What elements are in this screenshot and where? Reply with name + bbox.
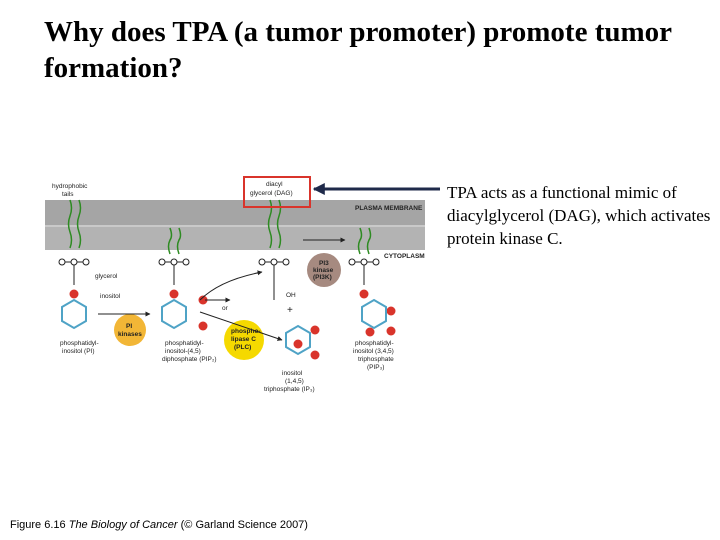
label-pip3-2: inositol (3,4,5): [353, 348, 394, 355]
label-plasma-membrane: PLASMA MEMBRANE: [355, 205, 423, 212]
caption-credit: (© Garland Science 2007): [180, 519, 308, 531]
label-plc-1: phospho-: [231, 328, 261, 335]
label-pip2-1: phosphatidyl-: [165, 340, 204, 347]
label-pi-1: phosphatidyl-: [60, 340, 99, 347]
label-ip3-2: (1,4,5): [285, 378, 304, 385]
reaction-arrows: [98, 237, 346, 341]
label-pip2-3: diphosphate (PIP₂): [162, 356, 217, 363]
label-cytoplasm: CYTOPLASM: [384, 253, 425, 260]
pi3k-enzyme: [307, 253, 341, 287]
label-dag-1: diacyl: [266, 181, 283, 188]
label-pi-kinases-1: PI: [126, 323, 132, 330]
label-pi-2: inositol (PI): [62, 348, 95, 355]
label-pip3-4: (PIP₃): [367, 364, 384, 371]
diagram-labels: hydrophobic tails diacyl glycerol (DAG) …: [52, 181, 425, 393]
label-pi3k-1: PI3: [319, 260, 329, 267]
pi-kinases-enzyme: [114, 314, 146, 346]
label-pip2-2: inositol-(4,5): [165, 348, 201, 355]
slide-title: Why does TPA (a tumor promoter) promote …: [44, 16, 672, 84]
label-dag-2: glycerol (DAG): [250, 190, 293, 197]
label-tails: tails: [62, 191, 74, 198]
label-pip3-3: triphosphate: [358, 356, 394, 363]
plasma-membrane: [45, 200, 425, 250]
label-pi3k-2: kinase: [313, 267, 334, 274]
label-plc-2: lipase C: [231, 336, 256, 343]
label-pi3k-3: (PI3K): [313, 274, 332, 281]
phosphate-groups: [69, 289, 396, 360]
label-glycerol: glycerol: [95, 273, 118, 280]
label-plus: +: [287, 305, 293, 316]
caption-figure-number: Figure 6.16: [10, 519, 66, 531]
label-inositol: inositol: [100, 293, 121, 300]
label-pi-kinases-2: kinases: [118, 331, 142, 338]
label-ip3-3: triphosphate (IP₃): [264, 386, 315, 393]
label-plc-3: (PLC): [234, 344, 251, 351]
label-hydrophobic: hydrophobic: [52, 183, 88, 190]
label-oh: OH: [286, 292, 296, 299]
label-or: or: [222, 305, 229, 312]
label-pip3-1: phosphatidyl-: [355, 340, 394, 347]
label-ip3-1: inositol: [282, 370, 303, 377]
glycerol-heads: [58, 258, 380, 285]
lipid-tails: [67, 199, 372, 255]
dag-highlight-box: [243, 176, 311, 208]
caption-book-title: The Biology of Cancer: [68, 519, 178, 531]
figure-caption: Figure 6.16 The Biology of Cancer (© Gar…: [10, 519, 308, 531]
side-text: TPA acts as a functional mimic of diacyl…: [447, 183, 711, 248]
inositol-rings: [61, 298, 387, 356]
